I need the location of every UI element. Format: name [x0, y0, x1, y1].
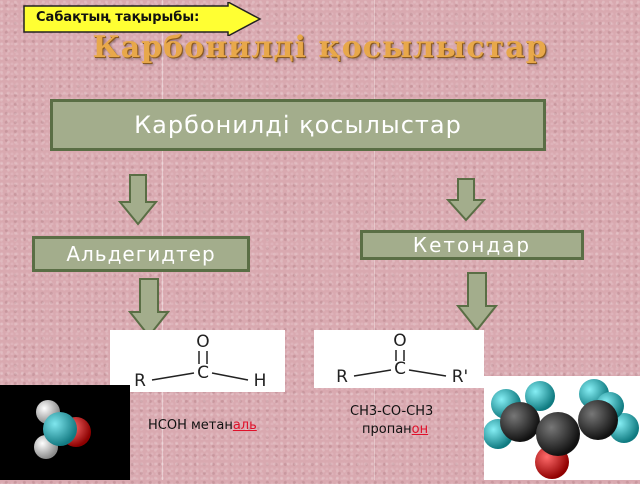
formula-atom-h: H: [254, 371, 267, 391]
ketone-caption-suffix: он: [411, 422, 429, 437]
single-bond-line: [353, 369, 392, 377]
aldehyde-structure-formula: O C R H: [110, 330, 285, 392]
hydrogen-atom: [525, 381, 555, 411]
ketone-example-name: пропанон: [362, 422, 428, 437]
carbon-atom: [578, 400, 618, 440]
topic-tag-shape: [23, 0, 262, 38]
ketone-caption-prefix: пропан: [362, 422, 412, 437]
aldehydes-box: Альдегидтер: [32, 236, 250, 272]
page-title: Карбонилді қосылыстар: [92, 30, 548, 65]
formula-atom-o: O: [196, 332, 209, 352]
arrow-down-ketone-icon: [456, 272, 498, 332]
aldehyde-caption-suffix: аль: [232, 418, 257, 433]
ketone-structure-formula: O C R R': [314, 330, 484, 388]
formula-atom-c: C: [197, 363, 209, 383]
carbon-atom: [536, 412, 580, 456]
carbon-atom: [500, 402, 540, 442]
carbon-atom: [43, 412, 77, 446]
single-bond-line: [211, 372, 249, 381]
acetone-molecule-model: [483, 376, 640, 480]
aldehyde-example-caption: HCOH метаналь: [148, 418, 257, 433]
single-bond-line: [151, 372, 195, 381]
arrow-down-left-icon: [118, 174, 158, 226]
ketones-box: Кетондар: [360, 230, 584, 260]
ketone-example-formula: CH3-CO-CH3: [350, 404, 434, 419]
arrow-down-aldehyde-icon: [128, 278, 170, 338]
formula-atom-r: R: [134, 371, 146, 391]
formula-atom-c: C: [394, 359, 406, 379]
arrow-down-right-icon: [446, 178, 486, 222]
topic-label: Сабақтың тақырыбы:: [36, 10, 200, 25]
formaldehyde-molecule-model: [0, 385, 130, 480]
formula-atom-r: R: [336, 367, 348, 387]
single-bond-line: [408, 369, 447, 377]
topic-tag: Сабақтың тақырыбы:: [22, 0, 262, 38]
formula-atom-r-prime: R': [452, 367, 469, 387]
main-concept-box: Карбонилді қосылыстар: [50, 99, 546, 151]
aldehyde-caption-prefix: HCOH метан: [148, 418, 233, 433]
formula-atom-o: O: [393, 331, 406, 351]
